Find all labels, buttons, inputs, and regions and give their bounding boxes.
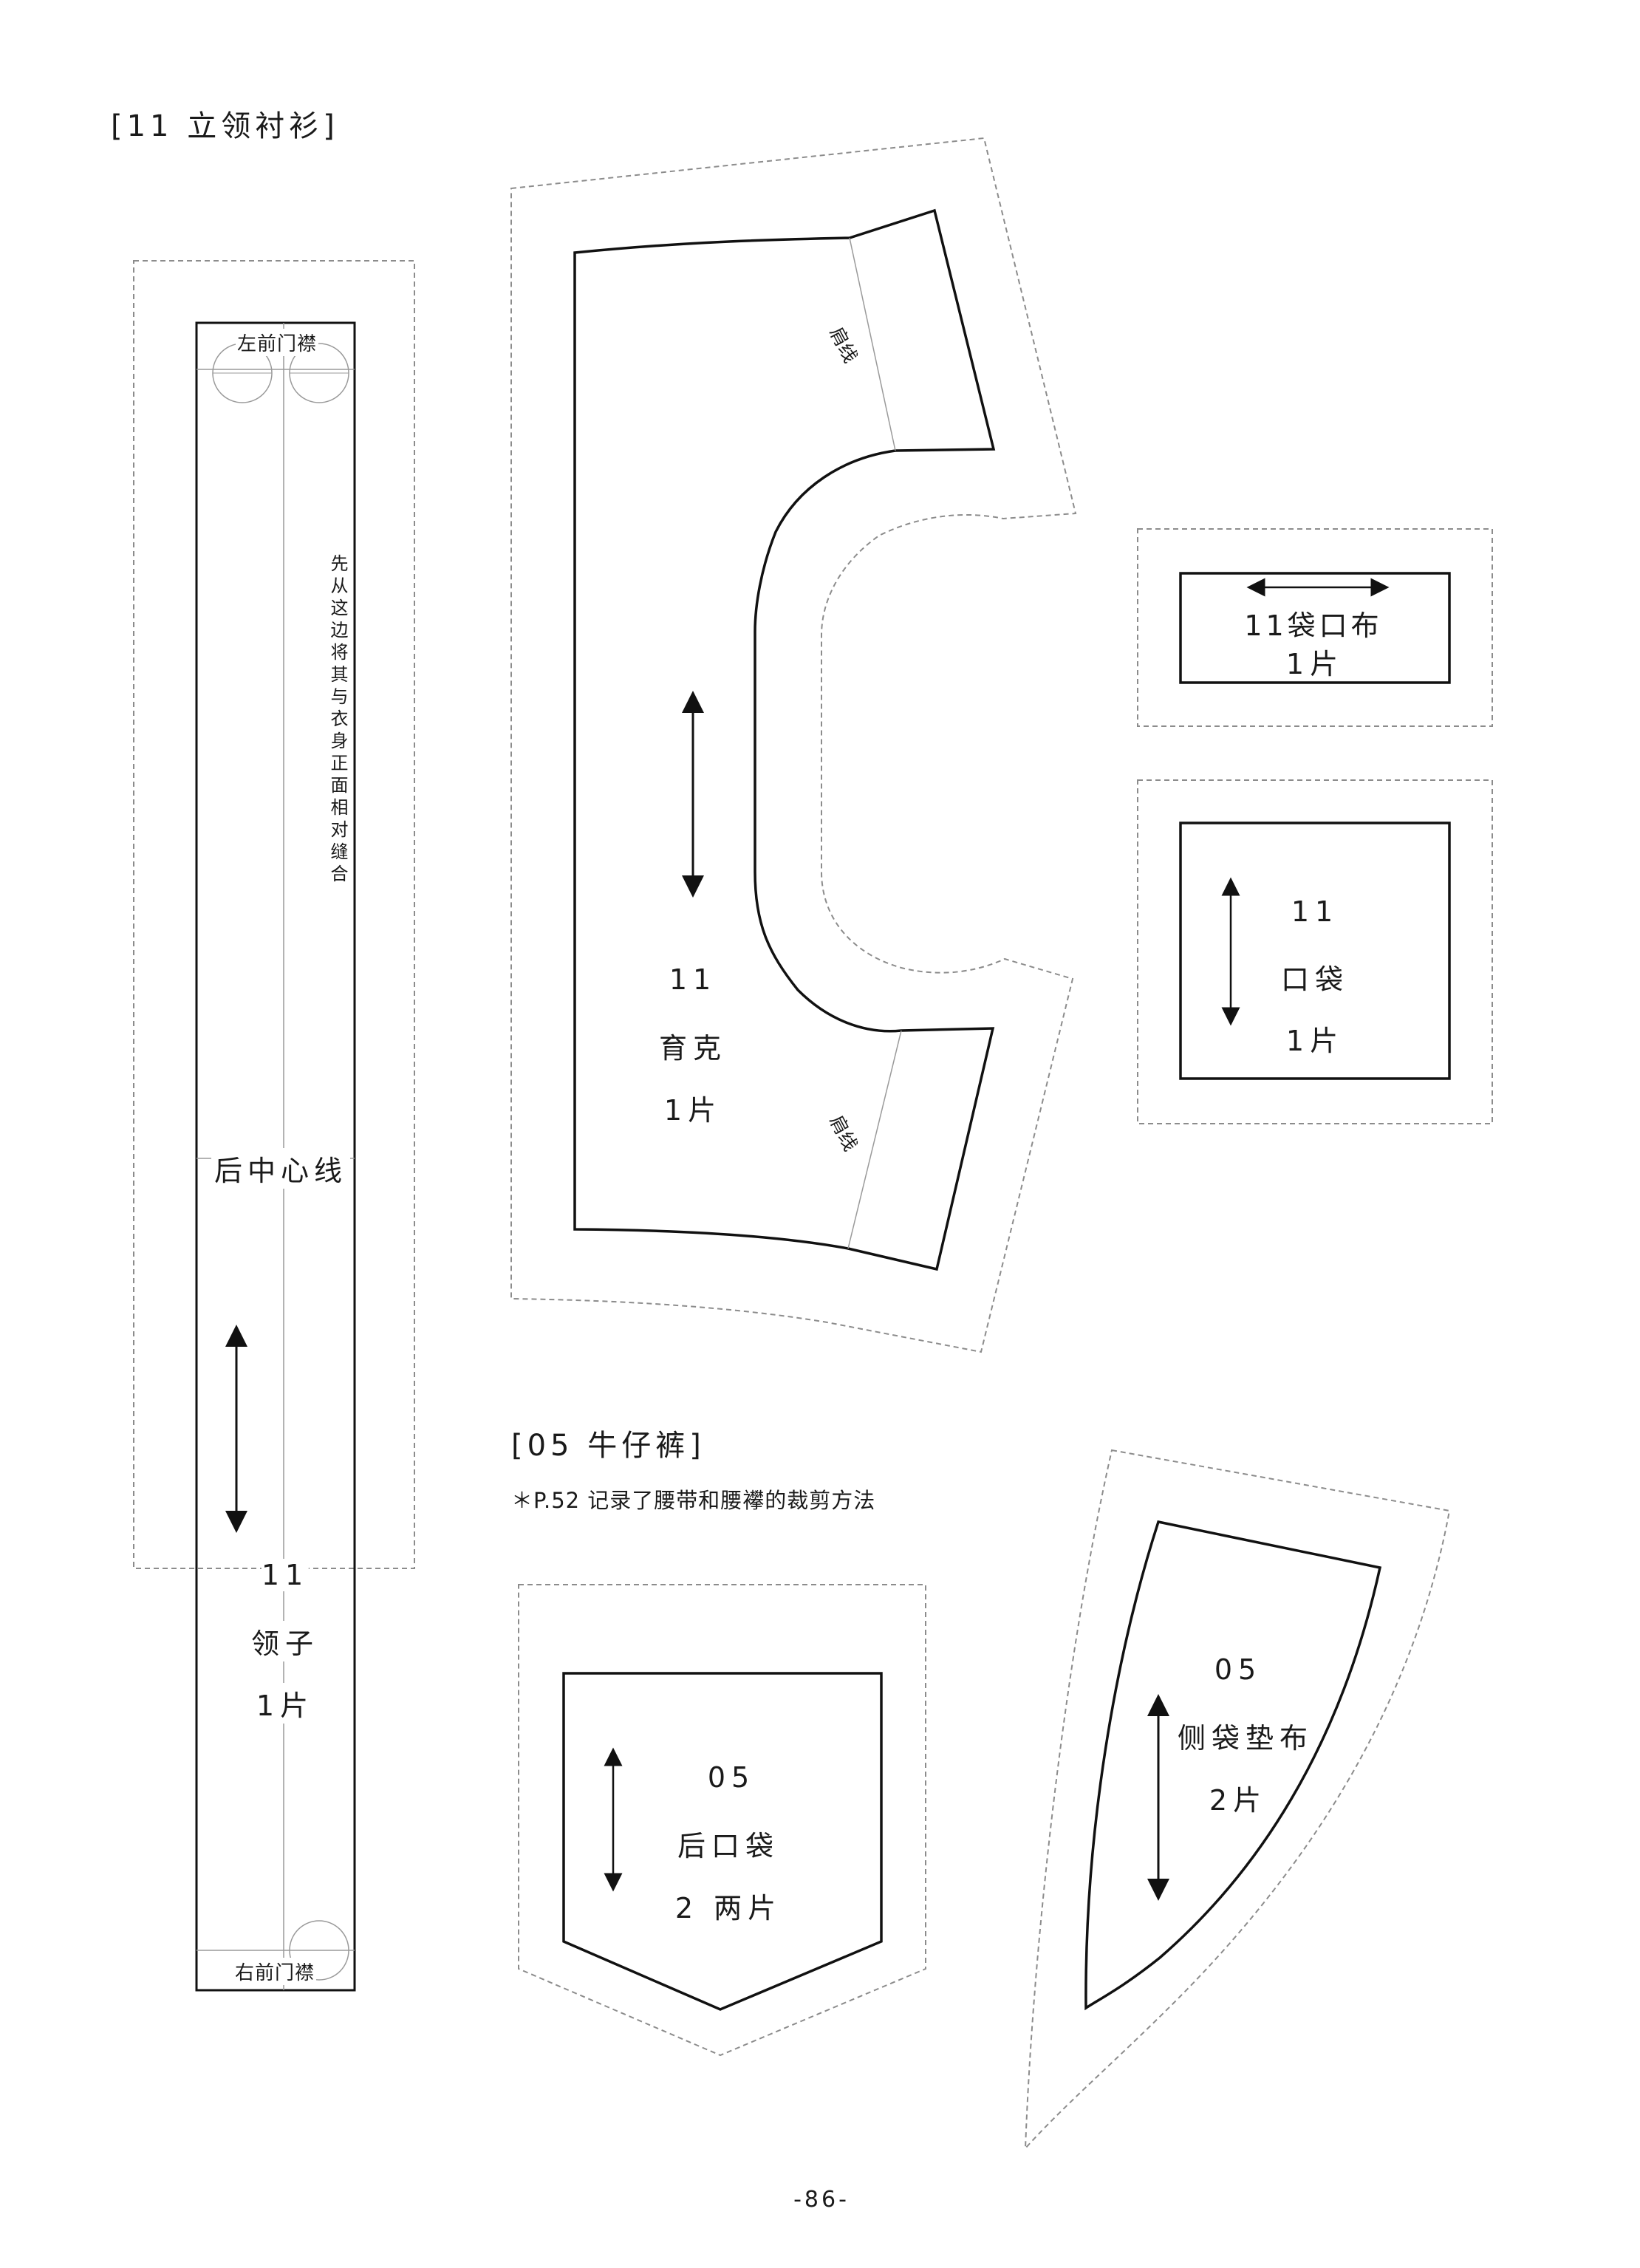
side-pocket-lining-seam-allowance [1024,1449,1451,2151]
collar-bottom-label: 右前门襟 [233,1958,317,1985]
yoke-shoulder-line-top [849,237,896,451]
pocket-cut-line [1179,822,1451,1080]
collar-seam-allowance [133,260,415,1569]
back-pocket-piece [518,1584,926,2057]
collar-name: 领子 [250,1621,320,1661]
pocket-qty: 1片 [1285,1025,1345,1057]
pocket-number: 11 [1291,895,1339,928]
pocket-facing-cut-line [1179,572,1451,684]
collar-top-label: 左前门襟 [235,329,319,356]
yoke-cut-line [573,208,996,1271]
yoke-seam-allowance [510,137,1077,1353]
pocket-name: 口袋 [1280,963,1350,996]
shirt-section-heading: [11 立领衬衫] [111,109,339,143]
yoke-shoulder-line-bottom [847,1030,902,1249]
pocket-facing-seam-allowance [1137,528,1493,727]
collar-number: 11 [261,1559,310,1591]
jeans-note: ＊P.52 记录了腰带和腰襻的裁剪方法 [511,1488,876,1513]
back-pocket-qty: 2 两片 [674,1892,782,1924]
pocket-piece [1137,779,1493,1124]
back-pocket-name: 后口袋 [677,1830,780,1862]
page-number: -86- [793,2187,850,2213]
collar-side-note: 先从这边将其与衣身正面相对缝合 [327,554,348,887]
pocket-facing-piece [1137,528,1493,727]
yoke-qty: 1片 [663,1094,722,1127]
collar-cut-line [195,321,356,1992]
back-pocket-seam-allowance [518,1584,926,2057]
collar-qty: 1片 [256,1683,315,1724]
side-pocket-lining-piece [1024,1449,1451,2151]
yoke-name: 育克 [658,1032,728,1065]
side-pocket-lining-cut-line [1084,1520,1382,2011]
jeans-section-heading: [05 牛仔裤] [511,1429,705,1463]
back-pocket-cut-line [562,1672,883,2011]
back-pocket-number: 05 [707,1761,756,1794]
pocket-facing-qty: 1片 [1285,648,1345,680]
pocket-seam-allowance [1137,779,1493,1124]
side-pocket-lining-qty: 2片 [1209,1784,1268,1817]
center-back-label: 后中心线 [211,1148,351,1189]
collar-piece [133,260,415,1992]
pocket-facing-title: 11袋口布 [1244,609,1383,642]
side-pocket-lining-number: 05 [1214,1653,1263,1686]
yoke-number: 11 [669,963,717,996]
side-pocket-lining-name: 侧袋垫布 [1177,1722,1314,1755]
yoke-piece [510,137,1077,1353]
